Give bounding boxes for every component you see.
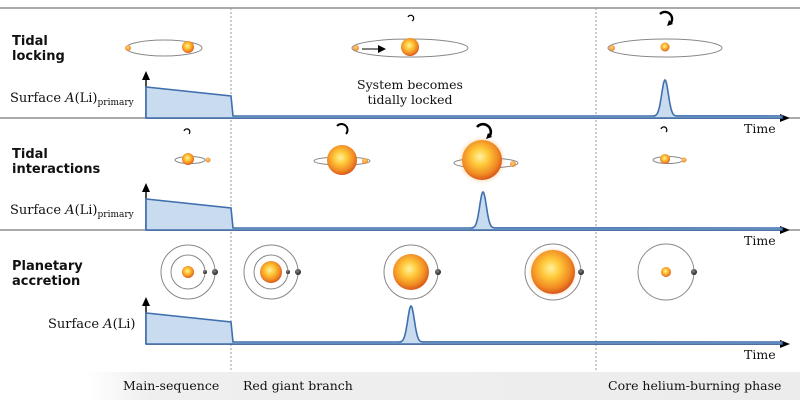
phase-bar (88, 372, 800, 400)
phase-label-core-helium: Core helium-burning phase (608, 378, 782, 393)
x-axis-label: Time (744, 121, 776, 136)
panel-planetary-accretion (142, 243, 790, 348)
companion-star (205, 157, 211, 163)
ylabel-quantity: A (103, 317, 113, 332)
ylabel-quantity: A (65, 91, 75, 106)
planet (578, 269, 584, 275)
ylabel-subscript: primary (97, 210, 134, 220)
annotation-line2: tidally locked (367, 92, 453, 107)
panel-title-line2: locking (12, 49, 65, 64)
lithium-curve (145, 78, 783, 119)
rotation-icon (336, 123, 349, 135)
rotation-icon (476, 122, 493, 138)
ylabel-quantity: A (65, 203, 75, 218)
primary-star (182, 153, 194, 165)
planet (295, 269, 301, 275)
planet (286, 270, 290, 274)
panel-title-line2: accretion (12, 274, 81, 289)
planet (435, 269, 441, 275)
primary-star (660, 42, 670, 52)
y-axis-label: Surface A(Li) (48, 317, 136, 332)
ylabel-prefix: Surface (48, 317, 104, 332)
planet (691, 269, 697, 275)
x-axis-label: Time (744, 347, 776, 362)
primary-star (327, 145, 357, 175)
companion-star (609, 45, 615, 51)
rgb-binary-system (351, 14, 469, 58)
core-he-binary-system (607, 10, 723, 58)
phase-label-main-sequence: Main-sequence (123, 378, 220, 393)
ylabel-prefix: Surface (10, 203, 66, 218)
lithium-curve (145, 190, 783, 231)
primary-star (393, 254, 429, 290)
ms-binary-system (174, 128, 211, 165)
primary-star (462, 140, 502, 180)
tidal-lock-annotation: System becomes tidally locked (340, 77, 480, 107)
primary-star (260, 261, 282, 283)
rotation-icon (660, 126, 668, 133)
rotation-icon (407, 14, 415, 22)
ylabel-prefix: Surface (10, 91, 66, 106)
core-he-binary-system (652, 126, 687, 164)
ylabel-element: (Li) (112, 317, 136, 332)
x-axis-label: Time (744, 233, 776, 248)
ylabel-element: (Li) (74, 203, 98, 218)
y-axis-label: Surface A(Li)primary (10, 91, 134, 108)
companion-star (362, 158, 368, 164)
panel-title-planetary-accretion: Planetary accretion (12, 259, 83, 289)
rgb-binary-system-late (453, 122, 519, 184)
planet (203, 270, 207, 274)
y-axis-label: Surface A(Li)primary (10, 203, 134, 220)
ylabel-subscript: primary (97, 98, 134, 108)
primary-star (531, 250, 575, 294)
rgb-planet-system-early (243, 244, 301, 300)
rotation-icon (183, 128, 191, 135)
core-he-planet-system (637, 243, 697, 301)
companion-star (353, 45, 359, 51)
panel-tidal-interactions (142, 122, 790, 234)
lithium-curve (145, 304, 783, 345)
rgb-binary-system-early (313, 123, 371, 175)
panel-title-tidal-locking: Tidal locking (12, 34, 65, 64)
ms-binary-system (125, 39, 203, 57)
primary-star (401, 38, 419, 56)
companion-star (681, 157, 687, 163)
planet (212, 269, 218, 275)
primary-star (660, 154, 670, 164)
panel-title-line2: interactions (12, 162, 101, 177)
primary-star (182, 266, 194, 278)
panel-title-line1: Planetary (12, 259, 83, 274)
panel-title-tidal-interactions: Tidal interactions (12, 147, 100, 177)
companion-star (510, 161, 516, 167)
rgb-planet-system-late (524, 243, 584, 301)
panel-tidal-locking (125, 10, 790, 122)
ylabel-element: (Li) (74, 91, 98, 106)
panel-title-line1: Tidal (12, 34, 48, 49)
rgb-planet-system-mid (383, 244, 441, 300)
phase-label-red-giant-branch: Red giant branch (243, 378, 353, 393)
ms-planet-system (160, 244, 218, 300)
companion-star (125, 45, 131, 51)
annotation-line1: System becomes (357, 77, 463, 92)
rotation-icon (659, 10, 674, 25)
primary-star (182, 41, 194, 53)
primary-star (661, 267, 671, 277)
panel-title-line1: Tidal (12, 147, 48, 162)
